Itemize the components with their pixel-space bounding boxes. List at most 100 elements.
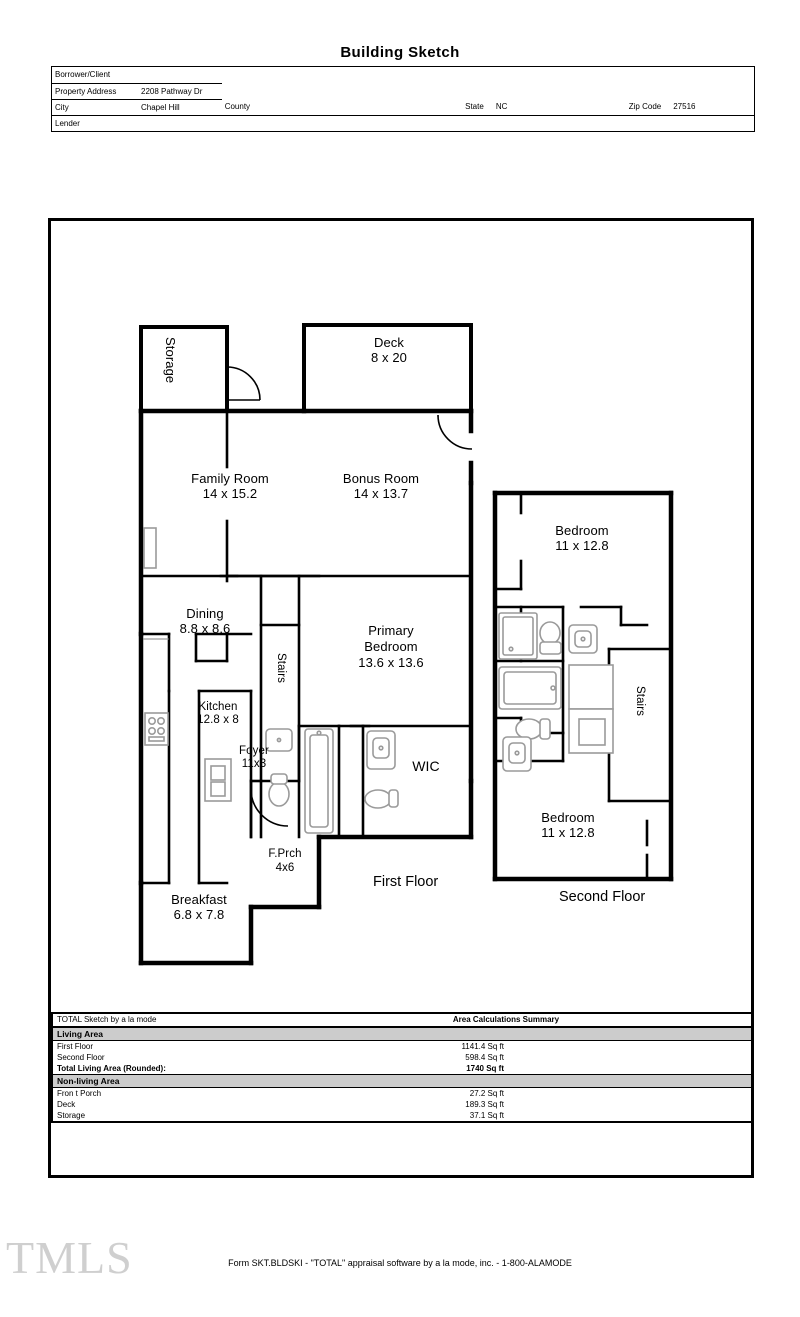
room-label-deck-name: Deck <box>373 335 405 350</box>
table-row-deck: Deck 189.3 Sq ft <box>53 1099 751 1110</box>
living-area-label: Living Area <box>53 1026 751 1041</box>
closet-shelf-icon <box>568 664 614 710</box>
city-label: City <box>52 99 133 116</box>
storage-label: Storage <box>57 1111 86 1120</box>
table-row-first-floor: First Floor 1141.4 Sq ft <box>53 1041 751 1053</box>
toilet-icon <box>364 789 392 809</box>
spacer-cell <box>504 1088 751 1100</box>
spacer-cell <box>504 1041 751 1053</box>
door-swing-foyer <box>250 788 289 827</box>
lender-value[interactable] <box>133 115 222 131</box>
room-label-bedroom2-dims: 11 x 12.8 <box>541 825 595 840</box>
property-address-label: Property Address <box>52 83 133 100</box>
deck-label: Deck <box>57 1100 76 1109</box>
storage-value: 37.1 Sq ft <box>469 1111 504 1120</box>
borrower-value[interactable] <box>133 67 222 84</box>
property-header-table: Borrower/Client Property Address 2208 Pa… <box>51 66 755 132</box>
front-porch-label: Fron t Porch <box>57 1089 102 1098</box>
room-label-breakfast-name: Breakfast <box>171 892 227 907</box>
county-value[interactable] <box>310 99 400 116</box>
zip-label: Zip Code <box>576 99 666 116</box>
fixtures-second-floor <box>498 612 614 772</box>
form-footer-text: Form SKT.BLDSKI - "TOTAL" appraisal soft… <box>228 1258 572 1268</box>
table-row-total-living-area: Total Living Area (Rounded): 1740 Sq ft <box>53 1063 751 1075</box>
toilet-icon <box>539 621 561 645</box>
spacer-cell <box>504 1052 751 1063</box>
room-label-bedroom2-name: Bedroom <box>541 810 595 825</box>
door-swing-bonus-room <box>437 414 473 450</box>
room-label-family-dims: 14 x 15.2 <box>202 486 258 501</box>
room-label-primary-line1: Primary <box>368 623 414 638</box>
tmls-watermark: TMLS <box>6 1232 133 1283</box>
window-fixture <box>143 527 157 569</box>
room-label-primary-line2: Bedroom <box>364 639 418 654</box>
room-label-kitchen-name: Kitchen <box>198 701 238 713</box>
table-row-lender: Lender <box>52 115 754 131</box>
room-label-bonus-dims: 14 x 13.7 <box>353 486 409 501</box>
second-floor-label: Second Floor <box>57 1053 105 1062</box>
room-label-breakfast-dims: 6.8 x 7.8 <box>173 907 225 922</box>
room-label-storage: Storage <box>163 337 178 384</box>
table-row-city: City Chapel Hill County State NC Zip Cod… <box>52 99 754 116</box>
room-label-bedroom1-name: Bedroom <box>555 523 609 538</box>
toilet-icon <box>515 718 543 740</box>
room-label-bonus-name: Bonus Room <box>342 471 420 486</box>
table-row-second-floor: Second Floor 598.4 Sq ft <box>53 1052 751 1063</box>
borrower-label: Borrower/Client <box>52 67 133 84</box>
room-label-stairs-first: Stairs <box>275 653 287 683</box>
room-outline-storage <box>139 325 229 413</box>
table-row-front-porch: Fron t Porch 27.2 Sq ft <box>53 1088 751 1100</box>
room-label-fprch-name: F.Prch <box>268 848 302 860</box>
city-value[interactable]: Chapel Hill <box>133 99 222 116</box>
room-label-fprch-dims: 4x6 <box>275 862 295 874</box>
second-floor-outer-wall <box>492 490 674 882</box>
table-row-borrower: Borrower/Client <box>52 67 754 84</box>
floor-label-second: Second Floor <box>559 889 646 905</box>
room-label-dining-name: Dining <box>186 606 224 621</box>
zip-value[interactable]: 27516 <box>665 99 754 116</box>
second-floor-value: 598.4 Sq ft <box>465 1053 504 1062</box>
room-label-wic: WIC <box>412 758 440 774</box>
spacer-cell <box>504 1110 751 1121</box>
non-living-area-label: Non-living Area <box>53 1074 751 1088</box>
property-address-value[interactable]: 2208 Pathway Dr <box>133 83 222 100</box>
total-living-area-label: Total Living Area (Rounded): <box>57 1064 166 1073</box>
deck-value: 189.3 Sq ft <box>465 1100 504 1109</box>
floor-label-first: First Floor <box>373 874 439 890</box>
fixtures-first-floor <box>143 527 399 834</box>
floor-plan-drawing <box>138 323 674 966</box>
total-living-area-value: 1740 Sq ft <box>466 1064 504 1073</box>
front-porch-value: 27.2 Sq ft <box>469 1089 504 1098</box>
first-floor-label: First Floor <box>57 1042 93 1051</box>
first-floor-outer-wall <box>138 408 474 966</box>
first-floor-door-openings <box>219 574 371 728</box>
room-label-primary-dims: 13.6 x 13.6 <box>358 655 424 670</box>
area-summary-heading: Area Calculations Summary <box>257 1014 751 1028</box>
first-floor-value: 1141.4 Sq ft <box>461 1042 504 1051</box>
table-row-address: Property Address 2208 Pathway Dr <box>52 83 754 100</box>
toilet-icon <box>268 781 290 807</box>
room-label-kitchen-dims: 12.8 x 8 <box>197 714 239 726</box>
area-summary-header-row: TOTAL Sketch by a la mode Area Calculati… <box>53 1014 751 1028</box>
lender-label: Lender <box>55 118 80 128</box>
table-row-storage: Storage 37.1 Sq ft <box>53 1110 751 1121</box>
room-label-foyer-name: Foyer <box>239 745 269 757</box>
door-swing-storage <box>226 366 261 401</box>
sketch-by-label: TOTAL Sketch by a la mode <box>53 1014 257 1028</box>
county-label: County <box>221 99 311 116</box>
page-title: Building Sketch <box>340 44 460 61</box>
room-label-foyer-dims: 11x3 <box>241 758 267 770</box>
spacer-cell <box>504 1063 751 1075</box>
spacer-cell <box>504 1099 751 1110</box>
section-header-living-area: Living Area <box>53 1026 751 1041</box>
room-label-bedroom1-dims: 11 x 12.8 <box>555 538 609 553</box>
room-outline-deck <box>302 323 473 413</box>
room-label-stairs-second: Stairs <box>634 686 646 716</box>
state-label: State <box>399 99 488 116</box>
state-value[interactable]: NC <box>487 99 577 116</box>
area-calculations-summary: TOTAL Sketch by a la mode Area Calculati… <box>51 1012 753 1123</box>
room-label-deck-dims: 8 x 20 <box>370 350 407 365</box>
room-label-dining-dims: 8.8 x 8.6 <box>179 621 231 636</box>
section-header-non-living-area: Non-living Area <box>53 1074 751 1088</box>
room-label-family-name: Family Room <box>191 471 269 486</box>
